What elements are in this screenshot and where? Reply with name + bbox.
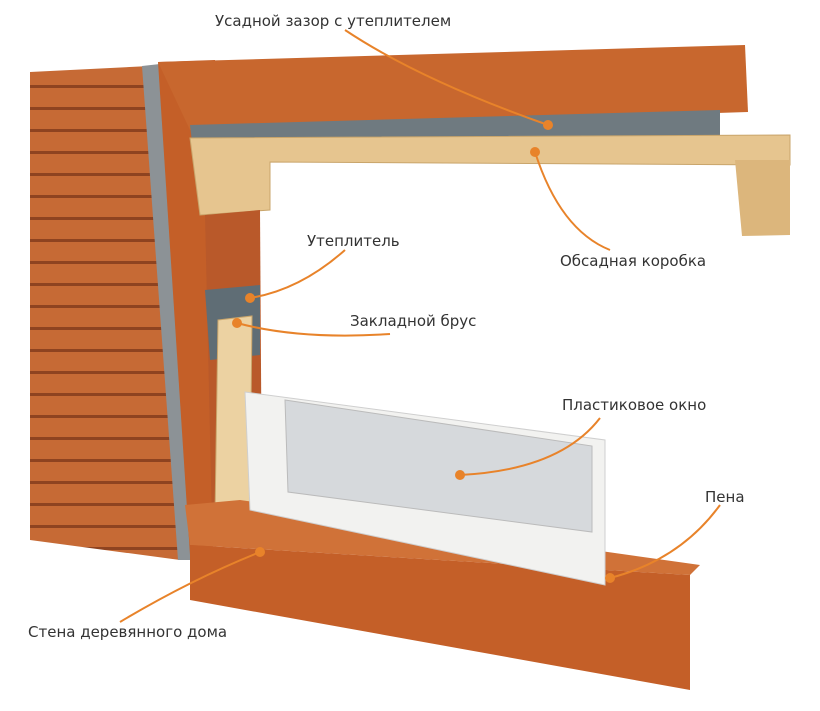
label-foam: Пена (705, 488, 745, 506)
window-glass (284, 399, 593, 533)
wall-insulation-strip (142, 64, 192, 560)
bottom-log-front (190, 545, 690, 690)
label-insulation: Утеплитель (307, 232, 400, 250)
label-wooden-wall: Стена деревянного дома (28, 623, 228, 641)
top-gap-insulation (190, 110, 720, 142)
label-embedded-beam: Закладной брус (350, 312, 477, 330)
wall-siding (30, 66, 180, 560)
casing-box-right (735, 160, 790, 236)
label-shrinkage-gap: Усадной зазор с утеплителем (215, 12, 452, 30)
casing-box-top (189, 134, 791, 216)
label-casing-box: Обсадная коробка (560, 252, 707, 270)
label-plastic-window: Пластиковое окно (562, 396, 707, 414)
